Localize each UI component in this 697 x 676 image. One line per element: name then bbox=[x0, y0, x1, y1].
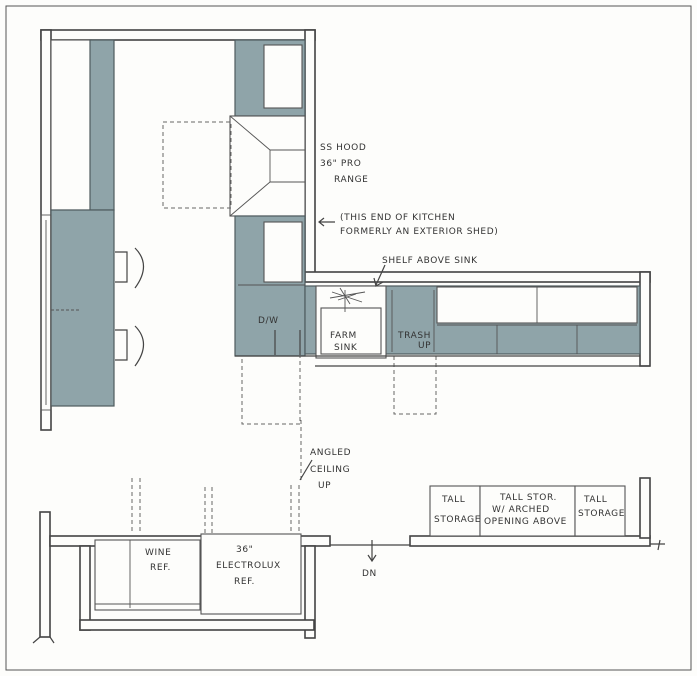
label-shelf: SHELF ABOVE SINK bbox=[382, 256, 478, 266]
annotation-arrows bbox=[299, 217, 386, 563]
label-angled-3: UP bbox=[318, 481, 331, 491]
trash-clearance bbox=[393, 355, 437, 415]
label-ref-2: ELECTROLUX bbox=[216, 561, 281, 571]
refrigerator-bay bbox=[94, 420, 302, 615]
label-tall1-2: STORAGE bbox=[434, 515, 481, 525]
stool-2 bbox=[115, 329, 128, 361]
sheet-border bbox=[5, 5, 692, 671]
range-wall-run bbox=[162, 39, 306, 357]
electrolux-ref bbox=[200, 533, 302, 615]
label-tall2-3: OPENING ABOVE bbox=[484, 517, 567, 527]
shed-run bbox=[235, 285, 650, 425]
label-wine-2: REF. bbox=[150, 563, 171, 573]
label-trash-1: TRASH bbox=[397, 331, 431, 341]
label-angled-1: ANGLED bbox=[310, 448, 351, 458]
label-note-2: FORMERLY AN EXTERIOR SHED) bbox=[340, 227, 498, 237]
label-ref-3: REF. bbox=[234, 577, 255, 587]
stool-1 bbox=[115, 251, 128, 283]
range-hood bbox=[229, 115, 306, 217]
label-sink-1: FARM bbox=[330, 331, 357, 341]
label-angled-2: CEILING bbox=[310, 465, 350, 475]
label-wine-1: WINE bbox=[145, 548, 171, 558]
label-tall2-2: W/ ARCHED bbox=[492, 505, 550, 515]
shelf-sketch bbox=[329, 287, 366, 312]
label-tall2-1: TALL STOR. bbox=[499, 493, 557, 503]
label-hood-2: 36" PRO bbox=[320, 159, 361, 169]
label-hood-3: RANGE bbox=[334, 175, 368, 185]
dw-clearance bbox=[241, 355, 301, 425]
label-ref-1: 36" bbox=[236, 545, 253, 555]
stool-1-back bbox=[134, 247, 145, 289]
stool-2-back bbox=[134, 325, 145, 367]
left-counter-run bbox=[40, 39, 145, 411]
range-clearance bbox=[162, 121, 232, 209]
label-tall1-1: TALL bbox=[441, 495, 465, 505]
label-sink-2: SINK bbox=[334, 343, 358, 353]
label-note-1: (THIS END OF KITCHEN bbox=[340, 213, 455, 223]
label-tall3-2: STORAGE bbox=[578, 509, 625, 519]
label-hood-1: SS HOOD bbox=[320, 143, 366, 153]
label-tall3-1: TALL bbox=[583, 495, 607, 505]
label-trash-2: UP bbox=[418, 341, 431, 351]
tall-storage-run bbox=[429, 485, 626, 537]
label-dn: DN bbox=[362, 569, 377, 579]
label-dw: D/W bbox=[258, 316, 279, 326]
